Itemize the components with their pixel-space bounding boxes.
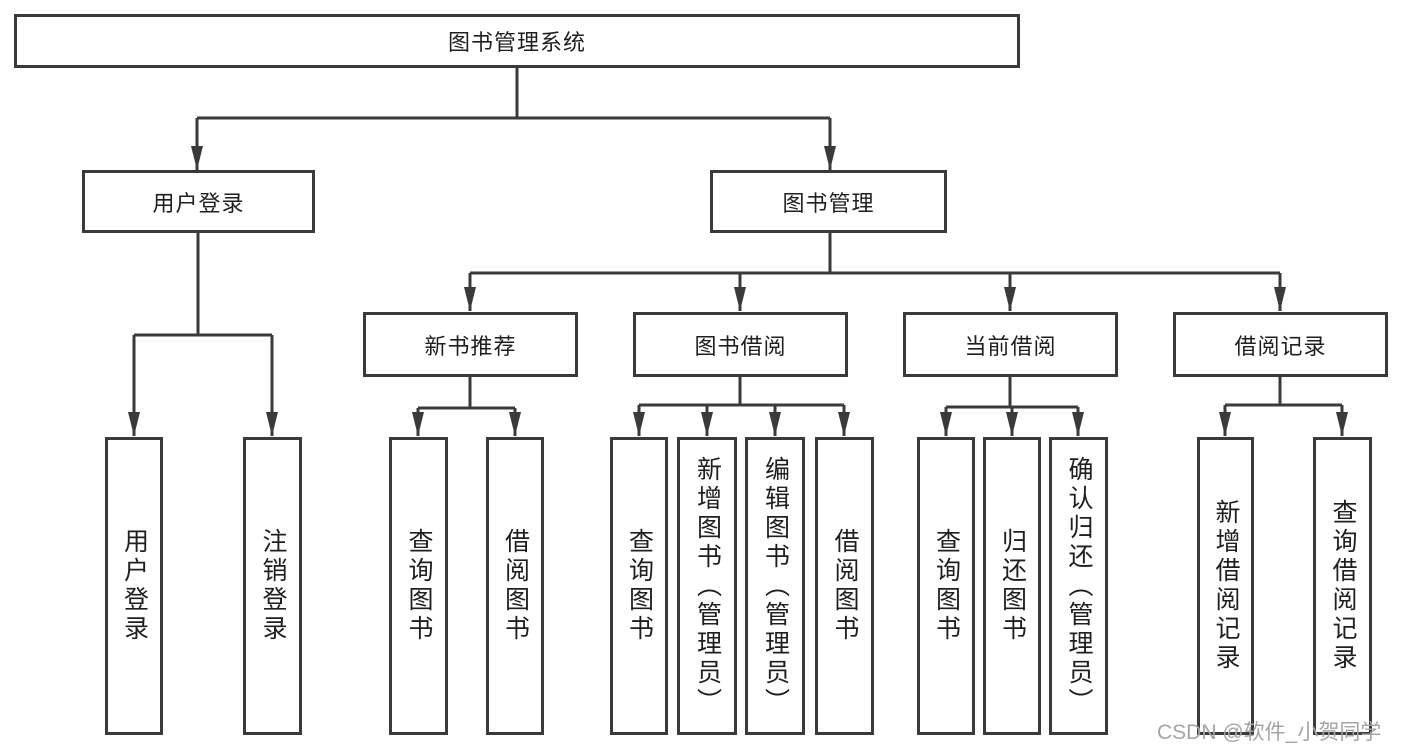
node-borrow-books-2: 借阅图书 xyxy=(815,437,874,735)
node-root: 图书管理系统 xyxy=(14,14,1020,68)
node-add-borrow-record-label: 新增借阅记录 xyxy=(1212,499,1240,673)
node-confirm-return-admin: 确认归还（管理员） xyxy=(1049,437,1108,735)
node-new-book-recommend-label: 新书推荐 xyxy=(424,333,517,359)
node-query-borrow-record: 查询借阅记录 xyxy=(1313,437,1372,735)
node-borrow-books-2-label: 借阅图书 xyxy=(831,528,859,644)
node-user-login-leaf: 用户登录 xyxy=(105,437,163,735)
node-user-login: 用户登录 xyxy=(82,170,315,233)
node-query-books-2-label: 查询图书 xyxy=(625,528,654,644)
node-borrow-books-1-label: 借阅图书 xyxy=(501,528,530,644)
node-query-books-3: 查询图书 xyxy=(917,437,975,735)
node-borrow-record: 借阅记录 xyxy=(1173,312,1388,377)
node-current-borrow-label: 当前借阅 xyxy=(964,333,1057,359)
node-add-borrow-record: 新增借阅记录 xyxy=(1197,437,1254,735)
watermark: CSDN @软件_小贺同学 xyxy=(1157,721,1382,744)
node-edit-book-admin: 编辑图书（管理员） xyxy=(745,437,805,735)
node-query-books-1-label: 查询图书 xyxy=(405,528,433,644)
node-new-book-recommend: 新书推荐 xyxy=(363,312,578,377)
node-book-mgmt: 图书管理 xyxy=(710,170,947,233)
node-edit-book-admin-label: 编辑图书（管理员） xyxy=(761,455,790,717)
node-return-book: 归还图书 xyxy=(983,437,1041,735)
node-borrow-books-1: 借阅图书 xyxy=(486,437,544,735)
node-logout-leaf-label: 注销登录 xyxy=(259,528,287,644)
node-logout-leaf: 注销登录 xyxy=(243,437,302,735)
node-current-borrow: 当前借阅 xyxy=(903,312,1118,377)
node-book-borrow: 图书借阅 xyxy=(633,312,848,377)
node-add-book-admin-label: 新增图书（管理员） xyxy=(693,455,722,717)
node-borrow-record-label: 借阅记录 xyxy=(1234,333,1327,359)
node-user-login-leaf-label: 用户登录 xyxy=(120,528,149,644)
node-query-books-3-label: 查询图书 xyxy=(932,528,961,644)
node-user-login-label: 用户登录 xyxy=(152,190,245,216)
node-add-book-admin: 新增图书（管理员） xyxy=(677,437,737,735)
node-root-label: 图书管理系统 xyxy=(447,30,586,55)
node-book-mgmt-label: 图书管理 xyxy=(782,190,875,216)
node-query-books-1: 查询图书 xyxy=(389,437,448,735)
node-query-borrow-record-label: 查询借阅记录 xyxy=(1329,499,1357,673)
node-return-book-label: 归还图书 xyxy=(998,528,1027,644)
node-confirm-return-admin-label: 确认归还（管理员） xyxy=(1065,455,1093,717)
node-book-borrow-label: 图书借阅 xyxy=(694,333,787,359)
node-query-books-2: 查询图书 xyxy=(610,437,668,735)
